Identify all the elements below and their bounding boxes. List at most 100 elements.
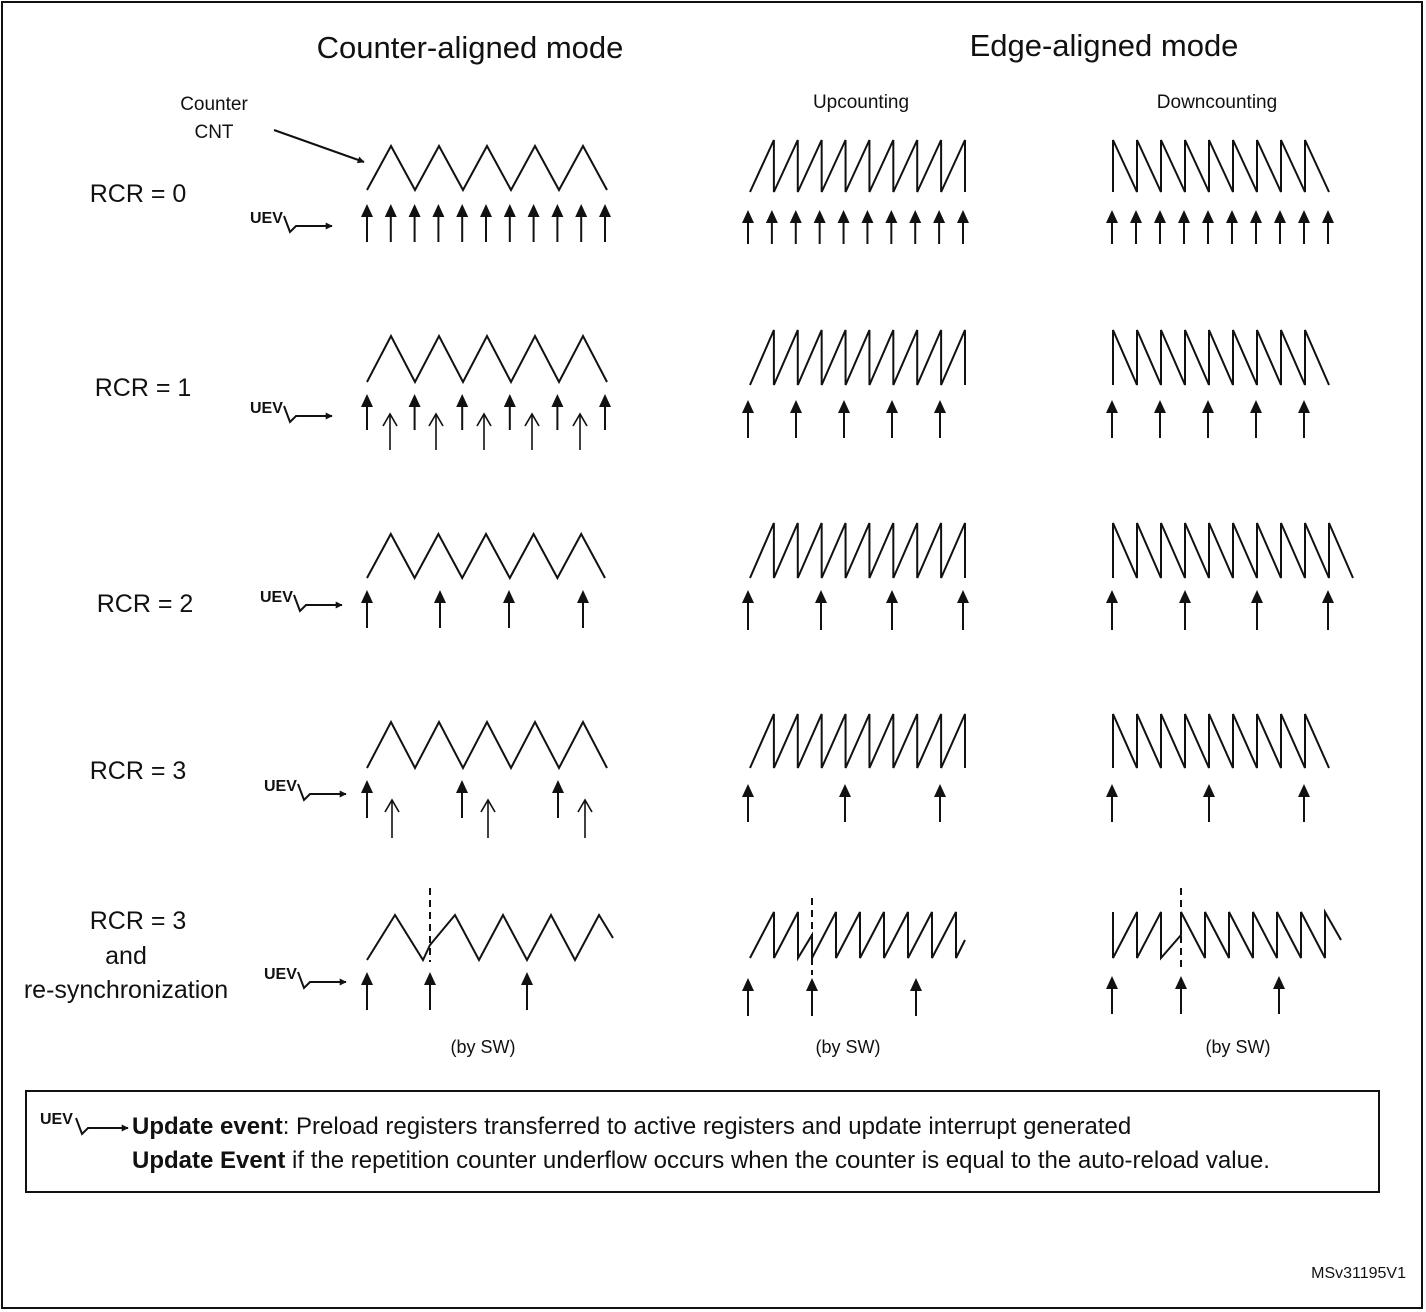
update-event-arrow — [551, 204, 564, 242]
update-event-arrow — [361, 394, 373, 430]
legend-box: UEV Update event: Preload registers tran… — [25, 1090, 1380, 1193]
update-event-arrow — [1250, 400, 1262, 438]
downcounting-waveform-resync — [1112, 908, 1342, 961]
uev-text: UEV — [260, 589, 293, 606]
counter-event-arrow — [382, 412, 398, 450]
update-event-arrow — [1273, 976, 1285, 1014]
update-event-arrow — [1154, 400, 1166, 438]
update-event-arrow — [575, 204, 588, 242]
rcr-label-row-4-line3: re-synchronization — [24, 976, 228, 1004]
update-event-arrow — [552, 780, 564, 818]
rcr-label-row-4-line1: RCR = 3 — [90, 907, 187, 935]
legend-line-2-rest: if the repetition counter underflow occu… — [285, 1147, 1270, 1174]
counter-label-line1: Counter — [180, 94, 248, 115]
update-event-arrow — [1250, 210, 1262, 244]
update-event-arrows-layer — [361, 204, 1334, 1016]
uev-text: UEV — [250, 400, 283, 417]
counter-event-arrow — [480, 798, 496, 838]
uev-lightning-arrow — [297, 971, 347, 990]
update-event-arrow — [408, 394, 421, 430]
update-event-arrow — [424, 972, 436, 1010]
upcounting-waveform-rcr1 — [749, 329, 966, 386]
counter-event-arrow — [524, 412, 540, 450]
by-sw-counter-aligned: (by SW) — [451, 1037, 516, 1057]
legend-frame — [25, 1090, 1380, 1193]
update-event-arrow — [361, 590, 373, 628]
update-event-arrow — [742, 978, 754, 1016]
rcr-label-row-2: RCR = 2 — [97, 590, 194, 618]
update-event-arrow — [933, 210, 946, 244]
update-event-arrow — [1106, 784, 1118, 822]
update-event-arrow — [742, 210, 754, 244]
rcr-label-row-3: RCR = 3 — [90, 757, 187, 785]
legend-line-2-bold: Update Event — [132, 1147, 285, 1174]
update-event-arrow — [1251, 590, 1263, 630]
counter-event-arrow — [577, 798, 593, 838]
update-event-arrow — [408, 204, 421, 242]
upcounting-waveform-resync — [749, 911, 966, 962]
update-event-arrow — [1322, 210, 1334, 244]
update-event-arrow — [886, 400, 898, 438]
update-event-arrow — [839, 784, 851, 822]
update-event-arrow — [957, 590, 969, 630]
update-event-arrow — [551, 394, 564, 430]
update-event-arrow — [1298, 784, 1310, 822]
update-event-arrow — [434, 590, 446, 628]
downcounting-waveform-rcr0 — [1112, 139, 1330, 193]
heading-downcounting: Downcounting — [1157, 92, 1277, 113]
update-event-arrow — [861, 210, 874, 244]
update-event-arrow — [503, 394, 516, 430]
update-event-arrow — [1106, 590, 1118, 630]
update-event-arrow — [1202, 210, 1214, 244]
update-event-arrow — [806, 978, 818, 1016]
update-event-arrow — [1202, 400, 1214, 438]
update-event-arrow — [1298, 210, 1310, 244]
by-sw-upcounting: (by SW) — [816, 1037, 881, 1057]
update-event-arrow — [1154, 210, 1166, 244]
counter-event-arrow — [428, 412, 444, 450]
update-event-arrow — [1130, 210, 1142, 244]
update-event-arrow — [765, 210, 778, 244]
counter-waveform-rcr0 — [366, 143, 608, 193]
update-event-arrow — [432, 204, 445, 242]
update-event-arrow — [789, 210, 802, 244]
counter-waveform-rcr1 — [366, 333, 608, 385]
update-event-arrow — [886, 590, 898, 630]
update-event-arrow — [599, 394, 611, 430]
rcr-label-row-4-line2: and — [105, 942, 147, 970]
legend-uev-text: UEV — [40, 1111, 73, 1128]
heading-edge-aligned: Edge-aligned mode — [970, 28, 1239, 63]
upcounting-waveform-rcr3 — [749, 713, 966, 769]
update-event-arrow — [599, 204, 611, 242]
update-event-arrow — [361, 204, 373, 242]
heading-upcounting: Upcounting — [813, 92, 909, 113]
update-event-arrow — [1175, 976, 1187, 1014]
update-event-arrow — [456, 204, 469, 242]
counter-event-arrow — [384, 798, 400, 838]
update-event-arrow — [1322, 590, 1334, 630]
counter-waveform-resync — [366, 912, 614, 963]
update-event-arrow — [1226, 210, 1238, 244]
update-event-arrow — [384, 204, 397, 242]
update-event-arrow — [1106, 976, 1118, 1014]
update-event-arrow — [1298, 400, 1310, 438]
rcr-label-row-1: RCR = 1 — [95, 374, 192, 402]
uev-text: UEV — [264, 966, 297, 983]
update-event-arrow — [815, 590, 827, 630]
upcounting-waveform-rcr0 — [749, 139, 966, 193]
update-event-arrow — [910, 978, 922, 1016]
upcounting-waveform-rcr2 — [749, 522, 966, 579]
update-event-arrow — [837, 210, 850, 244]
update-event-arrow — [957, 210, 969, 244]
update-event-arrow — [742, 590, 754, 630]
legend-line-2: Update Event if the repetition counter u… — [132, 1147, 1270, 1174]
uev-lightning-arrow — [283, 405, 333, 424]
update-event-arrow — [838, 400, 850, 438]
update-event-arrow — [456, 780, 468, 818]
rcr-label-row-0: RCR = 0 — [90, 180, 187, 208]
update-event-arrow — [790, 400, 802, 438]
counter-pointer-arrow — [273, 129, 365, 164]
update-event-arrow — [503, 204, 516, 242]
downcounting-waveform-rcr3 — [1112, 713, 1330, 769]
